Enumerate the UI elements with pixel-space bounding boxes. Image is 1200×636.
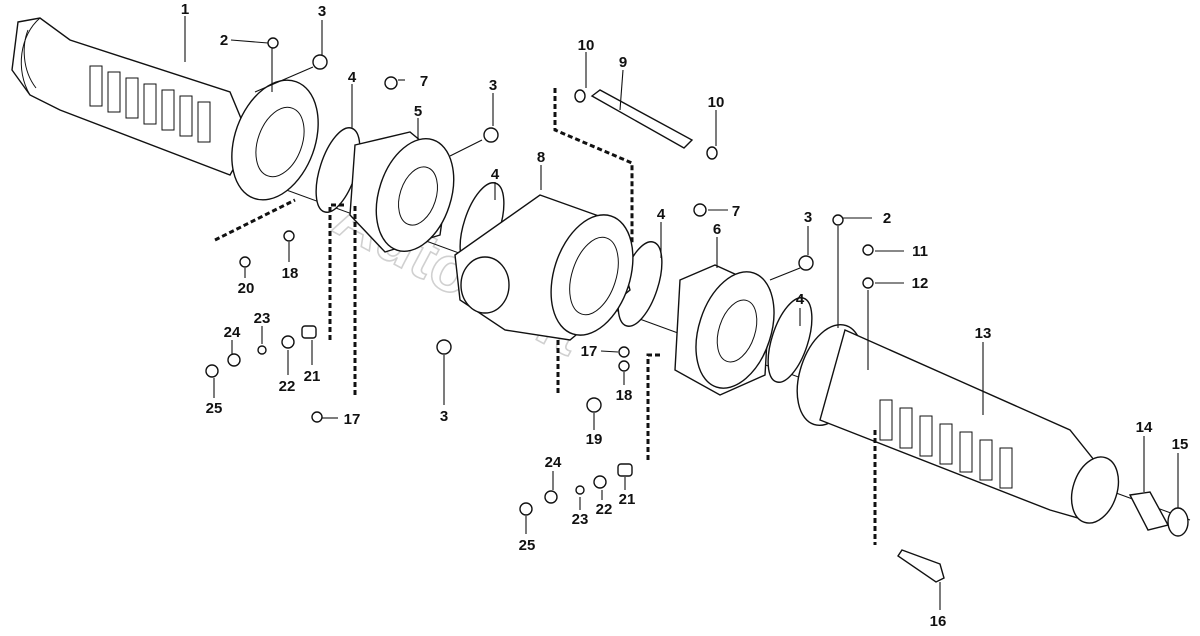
callout-6: 6: [713, 221, 721, 238]
callout-11: 11: [912, 243, 928, 260]
center-housing: [454, 194, 634, 341]
callout-5: 5: [414, 103, 422, 120]
callout-9: 9: [619, 54, 627, 71]
callout-3: 3: [440, 408, 448, 425]
callout-7: 7: [420, 73, 428, 90]
callout-16: 16: [930, 613, 947, 630]
small-fittings: [205, 37, 874, 516]
callout-12: 12: [912, 275, 929, 292]
retaining-ring: [574, 89, 586, 103]
callout-23: 23: [254, 310, 271, 327]
callout-15: 15: [1172, 436, 1189, 453]
callout-14: 14: [1136, 419, 1153, 436]
callout-10: 10: [578, 37, 595, 54]
pin: [590, 89, 694, 149]
o-ring: [767, 297, 813, 383]
bolt: [897, 549, 945, 583]
callout-4: 4: [348, 69, 357, 86]
callout-3: 3: [318, 3, 326, 20]
callout-23: 23: [572, 511, 589, 528]
callout-17: 17: [581, 343, 598, 360]
callout-24: 24: [224, 324, 241, 341]
retaining-ring: [706, 146, 718, 160]
left-axle-housing: [11, 17, 319, 201]
right-axle-housing: [796, 323, 1120, 524]
callout-2: 2: [883, 210, 891, 227]
callout-21: 21: [304, 368, 321, 385]
bushing: [1128, 491, 1170, 531]
callout-25: 25: [206, 400, 223, 417]
callout-22: 22: [279, 378, 296, 395]
right-bearing-housing: [674, 264, 775, 396]
callout-1: 1: [181, 1, 189, 18]
callout-19: 19: [586, 431, 603, 448]
callout-24: 24: [545, 454, 562, 471]
callout-17: 17: [344, 411, 361, 428]
assembly-guides: [214, 88, 877, 545]
callout-20: 20: [238, 280, 255, 297]
callout-7: 7: [732, 203, 740, 220]
ring: [1167, 507, 1189, 537]
callout-13: 13: [975, 325, 992, 342]
callout-3: 3: [489, 77, 497, 94]
callout-2: 2: [220, 32, 228, 49]
callout-4: 4: [491, 166, 500, 183]
callout-18: 18: [282, 265, 299, 282]
callout-18: 18: [616, 387, 633, 404]
left-bearing-housing: [349, 131, 455, 253]
callout-22: 22: [596, 501, 613, 518]
callout-labels: 1 2 3 4 7 5 3 10 9 10 8 4 4 7 6 3 2 11 1…: [181, 1, 1189, 630]
callout-4: 4: [657, 206, 666, 223]
callout-4: 4: [796, 291, 805, 308]
callout-25: 25: [519, 537, 536, 554]
callout-10: 10: [708, 94, 725, 111]
callout-8: 8: [537, 149, 545, 166]
leader-lines: [184, 16, 1179, 610]
callout-21: 21: [619, 491, 636, 508]
callout-3: 3: [804, 209, 812, 226]
